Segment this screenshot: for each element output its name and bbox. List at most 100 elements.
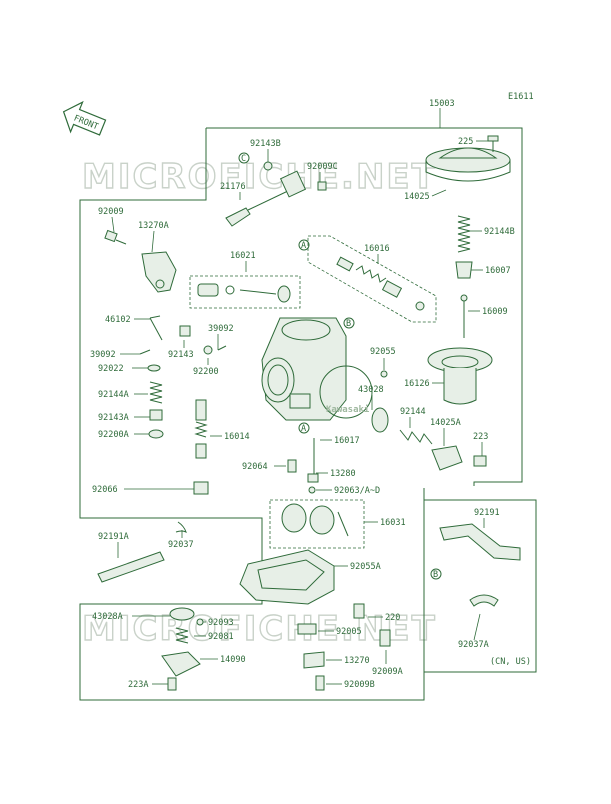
label-92144A: 92144A (98, 390, 129, 400)
callout-a-top: A (298, 239, 310, 251)
label-92200: 92200 (193, 367, 219, 377)
callout-b-top-letter: B (346, 319, 351, 329)
leader-92037A (473, 613, 481, 641)
label-13270: 13270 (344, 656, 370, 666)
diaphragm-43028a-part (169, 607, 195, 621)
label-16009: 16009 (482, 307, 508, 317)
throttle-stop-16021-part (197, 283, 291, 303)
label-92143: 92143 (168, 350, 194, 360)
jet-13280-part (307, 473, 319, 483)
label-225: 225 (458, 137, 473, 147)
label-92009B: 92009B (344, 680, 375, 690)
callout-c-letter: C (241, 154, 246, 164)
callout-a-top-letter: A (301, 241, 306, 251)
label-92191: 92191 (474, 508, 500, 518)
label-92191A: 92191A (98, 532, 129, 542)
callout-a-mid: A (298, 422, 310, 434)
label-16017: 16017 (334, 436, 360, 446)
label-92037: 92037 (168, 540, 194, 550)
frame-top (206, 127, 523, 486)
watermark-top: MICROFICHE.NET (82, 157, 437, 197)
label-92037A: 92037A (458, 640, 489, 650)
label-92200A: 92200A (98, 430, 129, 440)
label-13280: 13280 (330, 469, 356, 479)
washer-92143-part (179, 325, 191, 337)
callout-b-bottom: B (430, 568, 442, 580)
label-15003: 15003 (429, 99, 455, 109)
leader-13270A (151, 230, 155, 253)
label-92009A: 92009A (372, 667, 403, 677)
spring-92144-part (399, 429, 433, 445)
callout-b-top: B (343, 317, 355, 329)
screw-225-part (487, 135, 499, 152)
spring-92144b-part (457, 215, 471, 253)
watermark-bottom: MICROFICHE.NET (82, 609, 437, 649)
leader-92009 (111, 216, 115, 233)
holder-16007-part (455, 261, 473, 279)
group-16031-box (269, 499, 365, 549)
label-16021: 16021 (230, 251, 256, 261)
label-92093: 92093 (208, 618, 234, 628)
leader-14025 (431, 189, 447, 197)
label-16007: 16007 (485, 266, 511, 276)
bracket-13270-part (303, 651, 325, 669)
label-92055: 92055 (370, 347, 396, 357)
cap-92066-part (193, 481, 209, 495)
label-220: 220 (385, 613, 400, 623)
oring-92055-part (380, 370, 388, 378)
washer-92022-part (147, 364, 161, 372)
screw-220-part (353, 603, 365, 619)
label-46102: 46102 (105, 315, 131, 325)
logo-text: Kawasaki (326, 404, 370, 415)
label-39092-top: 39092 (208, 324, 234, 334)
diaphragm-16126-part (427, 347, 493, 405)
label-92144B: 92144B (484, 227, 515, 237)
label-13270A: 13270A (138, 221, 169, 231)
label-16014: 16014 (224, 432, 250, 442)
callout-c: C (238, 152, 250, 164)
label-223A: 223A (128, 680, 148, 690)
label-92055A: 92055A (350, 562, 381, 572)
callout-a-mid-letter: A (301, 424, 306, 434)
needle-16009-part (460, 294, 468, 338)
label-16126: 16126 (404, 379, 430, 389)
washer-92200-part (203, 345, 213, 355)
label-92143B: 92143B (250, 139, 281, 149)
label-223: 223 (473, 432, 488, 442)
oring-92093-part (196, 618, 204, 626)
spring-92144a-part (149, 381, 163, 404)
group-16016-box (307, 235, 437, 323)
diagram-code: E1611 (508, 92, 534, 102)
screw-92009a-part (379, 629, 391, 647)
plunger-16014-part (194, 399, 208, 459)
frame-region-box (423, 499, 537, 673)
pin-39092-top-part (217, 345, 227, 351)
label-92009: 92009 (98, 207, 124, 217)
oring-92063-part (308, 486, 316, 494)
callout-b-bottom-letter: B (433, 570, 438, 580)
label-92064: 92064 (242, 462, 268, 472)
top-cover-part (425, 147, 511, 182)
label-92022: 92022 (98, 364, 124, 374)
clip-92037-part (175, 521, 187, 533)
hose-92191-part (439, 523, 521, 561)
label-92009C: 92009C (307, 162, 338, 172)
lever-46102-part (149, 315, 163, 341)
label-92005: 92005 (336, 627, 362, 637)
jet-92064-part (287, 459, 297, 473)
label-14090: 14090 (220, 655, 246, 665)
bracket-13270a-part (141, 251, 177, 293)
label-43028A: 43028A (92, 612, 123, 622)
clip-92037a-part (469, 594, 499, 607)
spring-92081-part (175, 627, 189, 644)
label-92066: 92066 (92, 485, 118, 495)
label-16031: 16031 (380, 518, 406, 528)
region-note: (CN, US) (490, 657, 531, 667)
label-14025: 14025 (404, 192, 430, 202)
float-16031-part (281, 503, 349, 537)
label-39092-left: 39092 (90, 350, 116, 360)
screw-92009b-part (315, 675, 325, 691)
washer-92143a-part (149, 409, 163, 421)
kawasaki-logo: Kawasaki (319, 365, 373, 419)
